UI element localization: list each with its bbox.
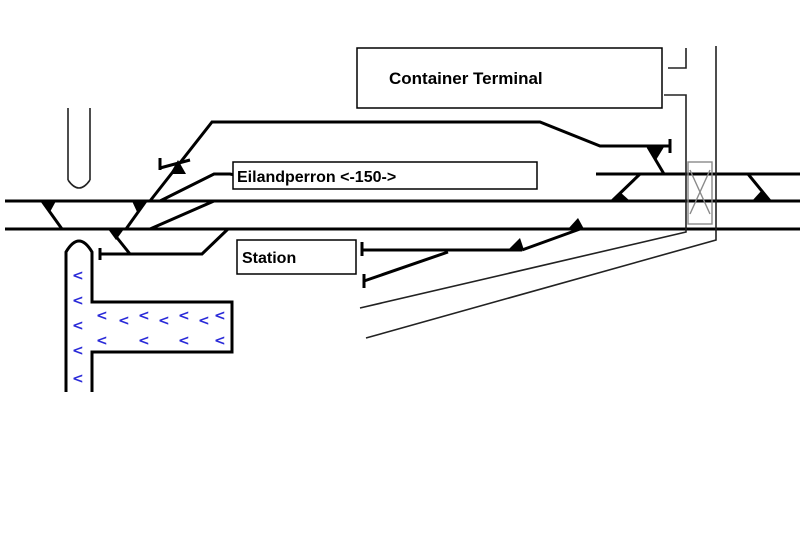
water-marker: < [178,333,190,349]
crossing-diag-b [689,169,711,215]
container-terminal-box: Container Terminal [356,47,663,109]
container-terminal-label: Container Terminal [389,69,543,88]
crossovers [40,173,772,230]
terminal-feeder-lower [359,94,687,309]
water-markers: < < < < < < < < < < < < < < < < [72,268,226,387]
water-marker: < [158,313,170,329]
terminal-feeders [359,46,717,339]
eilandperron-frame [232,161,538,190]
water-marker: < [72,318,84,334]
eilandperron-label: Eilandperron <-150-> [237,169,396,186]
terminal-feeder-upper [668,48,687,69]
water-marker: < [118,313,130,329]
level-crossing [687,161,713,225]
siding-stub-left [159,158,191,170]
water-marker: < [214,333,226,349]
water-marker: < [138,308,150,324]
station-frame [236,239,357,275]
station-bypass-track [100,227,230,256]
main-tracks [5,199,800,231]
station-label: Station [242,250,296,267]
water-basin: < < < < < < < < < < < < < < < < [64,239,234,392]
lower-loop [100,227,581,283]
water-marker: < [72,371,84,387]
water-marker: < [96,308,108,324]
switch-wedge [648,147,664,160]
water-marker: < [214,308,226,324]
terminal-feeder-outer [365,46,717,339]
water-marker: < [72,293,84,309]
eiland-inner-track [159,172,241,203]
switch-wedge [568,218,584,229]
water-marker: < [198,313,210,329]
upper-loop [148,120,800,231]
eilandperron-box: Eilandperron <-150-> [232,161,538,190]
right-diag-to-loop [646,146,666,175]
water-marker: < [96,333,108,349]
water-marker: < [72,343,84,359]
crossover-right [746,173,772,202]
station-diag-siding [363,250,449,283]
station-siding-track-b [521,227,581,252]
container-terminal-frame [356,47,663,109]
station-box: Station [236,239,357,275]
eiland-lower-track [149,199,590,231]
entry-arrow [67,108,91,189]
crossover-left [40,200,64,230]
water-marker: < [178,308,190,324]
right-link-diag [610,172,642,203]
level-crossing-box [687,161,713,225]
crossover-left-b [124,200,148,230]
entry-arc [67,179,91,189]
upper-loop-track [148,120,670,202]
water-basin-outline [64,239,234,392]
water-marker: < [72,268,84,284]
water-marker: < [138,333,150,349]
station-left-diag [108,228,132,255]
switch-wedge [612,192,630,201]
switch-wedge [508,238,524,250]
